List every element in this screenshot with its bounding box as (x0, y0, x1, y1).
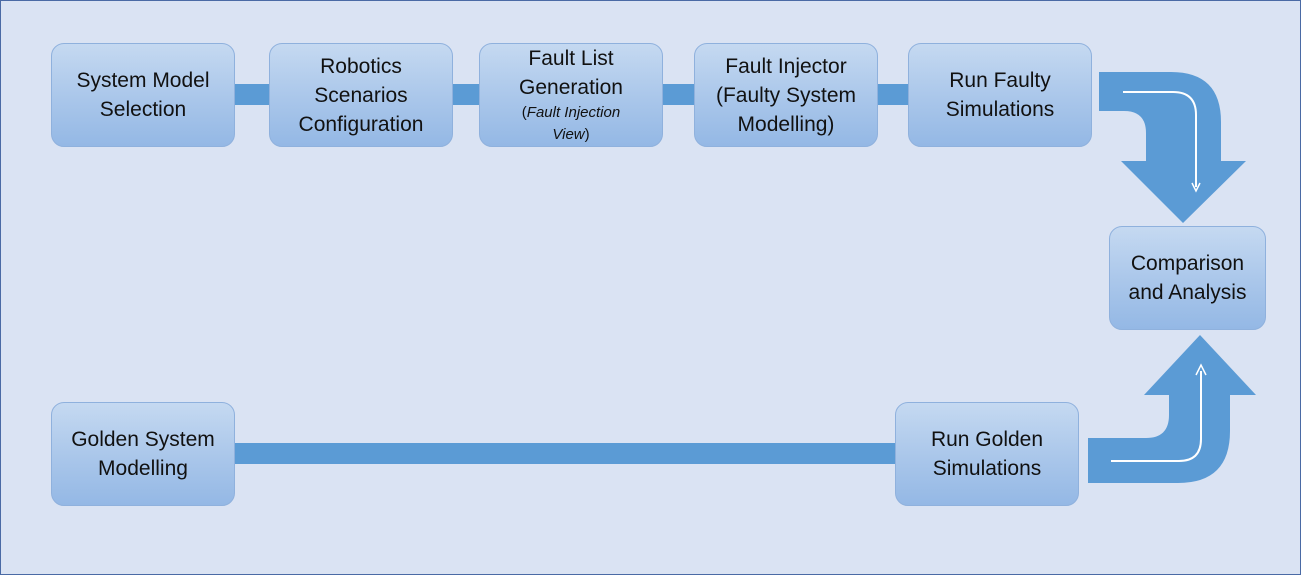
step-note: (Fault Injection (522, 102, 620, 124)
step-label-line: Robotics (320, 54, 402, 78)
step-label-line: Modelling) (737, 112, 835, 136)
step-label-line: Fault Injector (725, 54, 847, 78)
step-label-line: Selection (99, 98, 187, 121)
note-italic-text: Fault Injection (526, 104, 621, 121)
note-paren-open: ( (521, 104, 527, 121)
step-label-line: Run Faulty (949, 69, 1051, 92)
curved-down-arrow-icon (1099, 72, 1246, 223)
step-label-line: Run Golden (930, 428, 1044, 451)
note-paren-close: ) (584, 126, 590, 143)
step-label-line: Scenarios (314, 83, 408, 107)
step-comparison-and-analysis: Comparison and Analysis (1109, 226, 1266, 330)
curved-up-arrow-icon (1088, 335, 1256, 483)
note-italic-text: View (552, 126, 585, 143)
step-note: View) (552, 124, 589, 146)
step-run-golden-simulations: Run Golden Simulations (895, 402, 1079, 506)
step-run-faulty-simulations: Run Faulty Simulations (908, 43, 1092, 147)
step-label-line: Simulations (932, 457, 1042, 480)
step-golden-system-modelling: Golden System Modelling (51, 402, 235, 506)
step-label-line: and Analysis (1128, 281, 1247, 304)
connector-bottom-row (151, 443, 981, 464)
step-fault-list-generation: Fault List Generation (Fault Injection V… (479, 43, 663, 147)
step-label-line: Simulations (945, 98, 1055, 121)
step-system-model-selection: System Model Selection (51, 43, 235, 147)
step-label-line: System Model (76, 69, 210, 92)
step-label-line: Fault List (528, 47, 614, 70)
step-fault-injector: Fault Injector (Faulty System Modelling) (694, 43, 878, 147)
step-label-line: Golden System (71, 428, 215, 451)
step-label-line: Comparison (1130, 252, 1245, 275)
step-label-line: Modelling (98, 457, 188, 480)
step-label-line: Generation (519, 76, 623, 99)
step-label-line: (Faulty System (715, 83, 857, 107)
step-robotics-scenarios-configuration: Robotics Scenarios Configuration (269, 43, 453, 147)
step-label-line: Configuration (298, 112, 424, 136)
